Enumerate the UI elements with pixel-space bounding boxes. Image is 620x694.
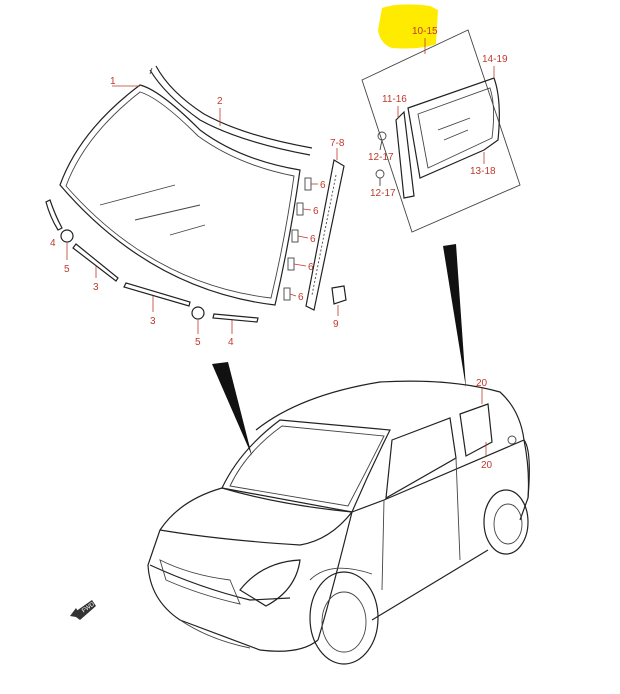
clip-left	[60, 229, 74, 243]
pillar-trim	[305, 159, 345, 311]
quarter-glass	[395, 77, 500, 199]
side-moulding-left	[45, 199, 63, 231]
label-6-e: 6	[298, 292, 304, 303]
pointer-quarter	[443, 244, 466, 388]
bracket	[331, 285, 347, 305]
label-12-17-a: 12-17	[368, 152, 394, 163]
label-6-a: 6	[320, 180, 326, 191]
label-20-top: 20	[476, 378, 488, 389]
label-6-d: 6	[308, 262, 314, 273]
inset-box	[361, 29, 521, 233]
label-7-8: 7-8	[330, 138, 345, 149]
bolts	[375, 131, 387, 186]
label-3-a: 3	[93, 282, 99, 293]
label-14-19: 14-19	[482, 54, 508, 65]
label-3-b: 3	[150, 316, 156, 327]
fastener-clips	[283, 177, 318, 301]
label-1: 1	[110, 76, 116, 87]
label-12-17-b: 12-17	[370, 188, 396, 199]
label-13-18: 13-18	[470, 166, 496, 177]
label-6-c: 6	[310, 234, 316, 245]
lower-moulding-b	[123, 282, 191, 307]
windshield-glass	[59, 84, 301, 306]
roof-moulding	[149, 65, 313, 156]
label-4-left: 4	[50, 238, 56, 249]
label-5-left: 5	[64, 264, 70, 275]
label-5-right: 5	[195, 337, 201, 348]
label-2: 2	[217, 96, 223, 107]
label-4-right: 4	[228, 337, 234, 348]
car-outline	[147, 380, 530, 665]
label-6-b: 6	[313, 206, 319, 217]
side-moulding-right	[212, 313, 259, 323]
front-direction-badge: FWD	[70, 600, 96, 620]
highlight-marker	[378, 4, 438, 49]
label-11-16: 11-16	[382, 94, 407, 105]
clip-right	[191, 306, 205, 320]
lower-moulding-a	[72, 243, 119, 282]
label-10-15: 10-15	[412, 26, 438, 37]
label-9: 9	[333, 319, 339, 330]
label-20-bottom: 20	[481, 460, 493, 471]
pointer-windshield	[212, 362, 252, 456]
